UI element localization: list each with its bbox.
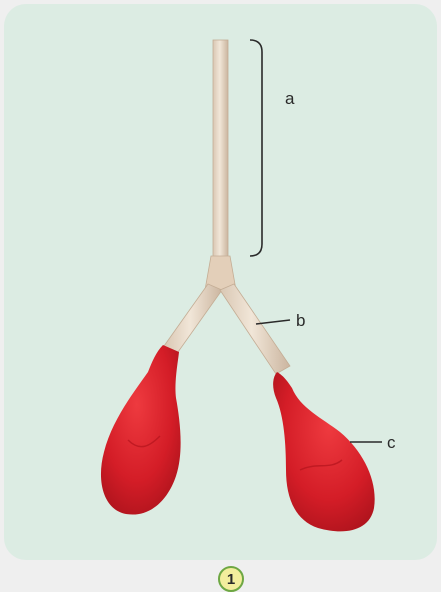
left-balloon	[101, 345, 181, 515]
right-balloon	[273, 372, 375, 531]
trachea-tube	[213, 40, 228, 262]
left-bronchus-tube	[164, 284, 222, 352]
bracket-a	[250, 40, 262, 256]
figure-number-badge: 1	[218, 566, 244, 592]
right-bronchus-tube	[220, 284, 290, 374]
label-c: c	[387, 434, 396, 451]
leader-b	[256, 320, 290, 324]
label-a: a	[285, 90, 294, 107]
label-b: b	[296, 312, 305, 329]
